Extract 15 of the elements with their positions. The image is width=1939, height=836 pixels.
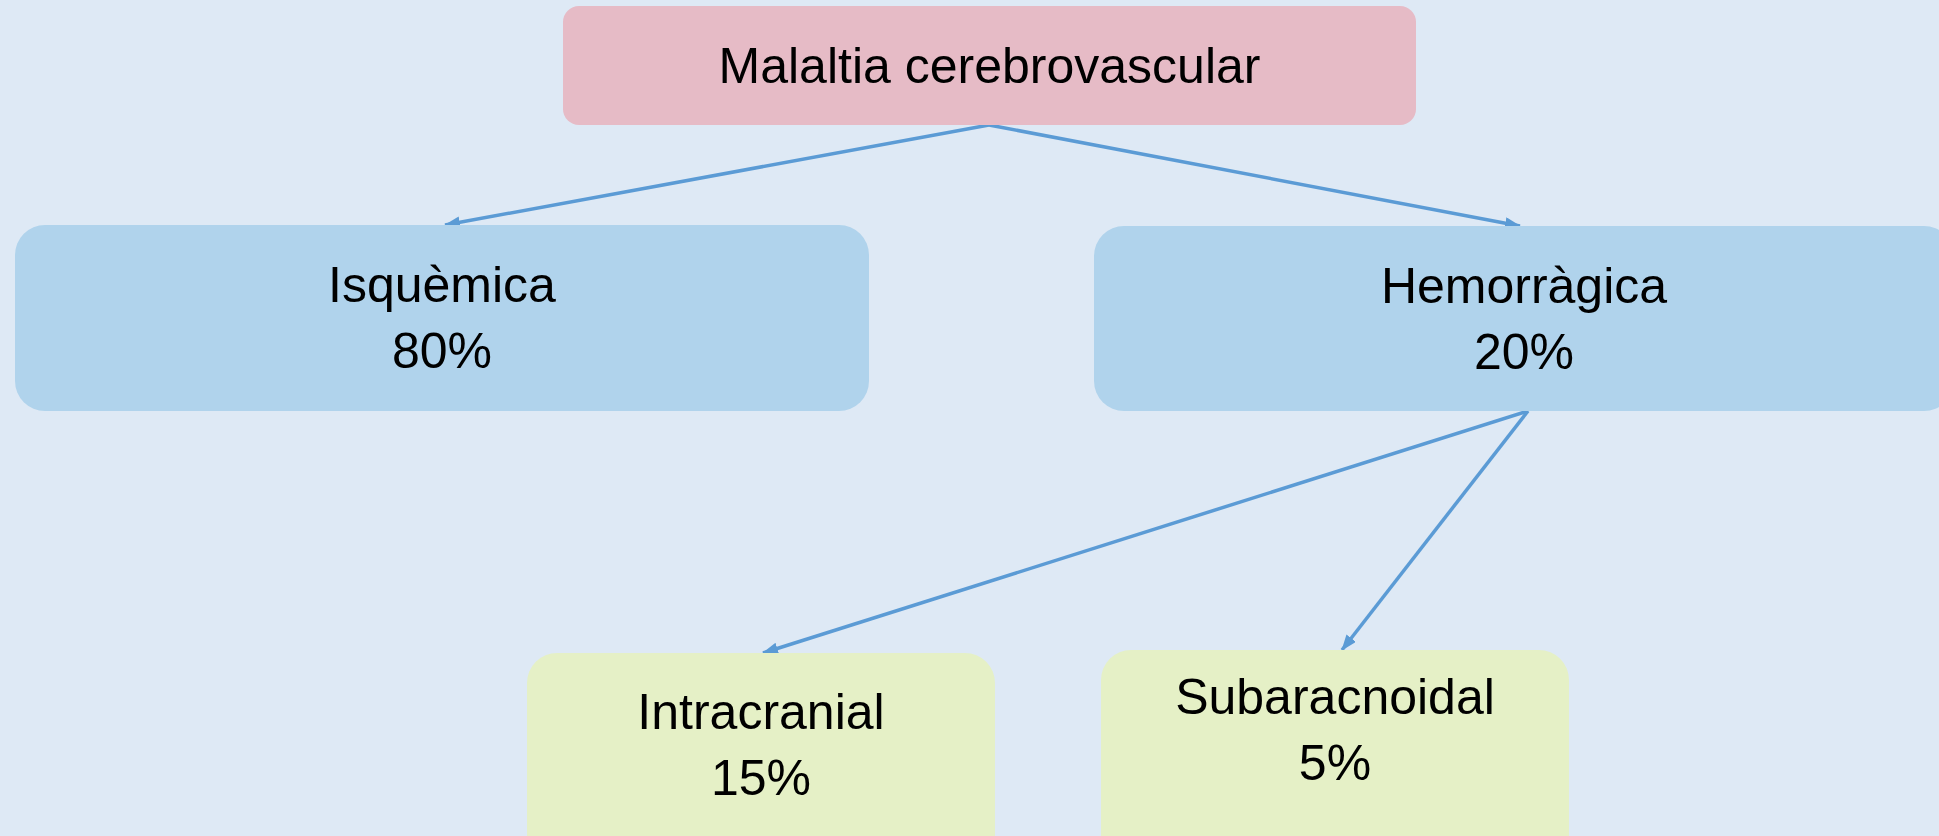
subtype-box [527,653,995,836]
node-label: 5% [1298,734,1372,793]
root-box [563,6,1416,125]
arrow [1340,409,1530,652]
node-label: Malaltia cerebrovascular [718,36,1261,96]
node-label: Hemorràgica [1380,256,1668,316]
node-label: Intracranial [637,683,885,742]
node-label: 20% [1473,322,1575,382]
subtype-box [1101,650,1569,836]
category-box [1094,226,1939,411]
node-label: Isquèmica [328,256,556,315]
node-label: 15% [710,749,812,808]
node-label: 80% [391,322,493,381]
node-label: Subaracnoidal [1175,668,1495,727]
category-box [15,225,869,411]
